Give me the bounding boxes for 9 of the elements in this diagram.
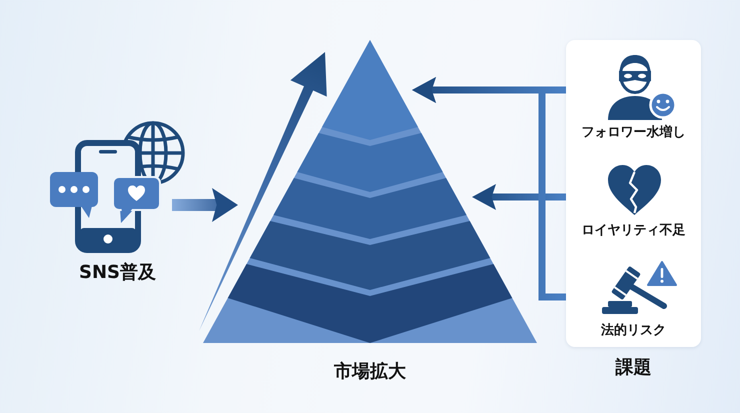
item-label: ロイヤリティ不足 (582, 222, 686, 240)
node-label: 市場拡大 (334, 360, 406, 384)
item-label: フォロワー水増し (582, 124, 686, 142)
arrow (472, 184, 566, 210)
item-label: 法的リスク (601, 322, 666, 340)
arrow (412, 77, 566, 300)
node-label: SNS普及 (79, 261, 156, 285)
arrow (172, 188, 238, 222)
panel-heading: 課題 (616, 356, 652, 380)
